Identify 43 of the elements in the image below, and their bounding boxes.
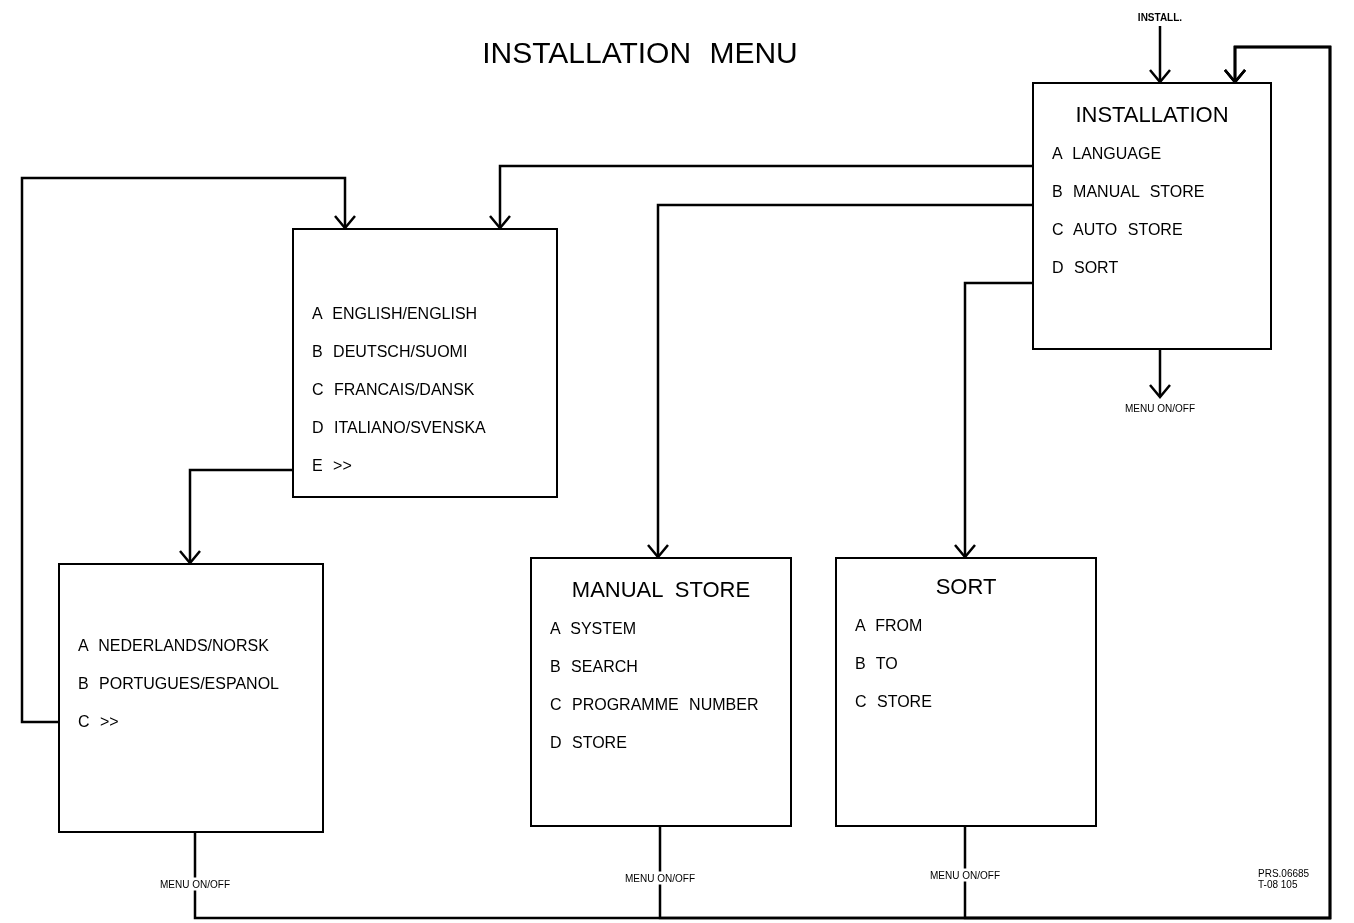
menu-box: [835, 557, 1097, 827]
edge-label: MENU ON/OFF: [1122, 401, 1198, 415]
arrow: [178, 468, 292, 565]
arrow: [1148, 350, 1172, 399]
arrow: [20, 176, 357, 724]
menu-box: [530, 557, 792, 827]
menu-option: B TO: [855, 654, 898, 674]
menu-option: C FRANCAIS/DANSK: [312, 380, 475, 400]
edge-label: MENU ON/OFF: [622, 871, 698, 885]
menu-option: B PORTUGUES/ESPANOL: [78, 674, 279, 694]
menu-option: C >>: [78, 712, 119, 732]
edge-label: MENU ON/OFF: [157, 877, 233, 891]
reference-code: T-08 105: [1258, 879, 1299, 890]
arrow: [1148, 26, 1172, 84]
arrow: [646, 203, 1032, 559]
menu-option: E >>: [312, 456, 352, 476]
menu-option: A NEDERLANDS/NORSK: [78, 636, 269, 656]
arrow: [488, 164, 1032, 230]
menu-option: C AUTO STORE: [1052, 220, 1183, 240]
menu-option: A FROM: [855, 616, 923, 636]
menu-heading: SORT: [934, 573, 998, 601]
menu-heading: MANUAL STORE: [570, 576, 752, 604]
menu-option: D ITALIANO/SVENSKA: [312, 418, 486, 438]
menu-option: D SORT: [1052, 258, 1119, 278]
menu-option: B SEARCH: [550, 657, 638, 677]
menu-option: B DEUTSCH/SUOMI: [312, 342, 468, 362]
menu-option: B MANUAL STORE: [1052, 182, 1205, 202]
menu-box: [58, 563, 324, 833]
title: INSTALLATION MENU: [481, 35, 799, 71]
menu-option: A LANGUAGE: [1052, 144, 1162, 164]
menu-box: [1032, 82, 1272, 350]
menu-option: D STORE: [550, 733, 627, 753]
edge-label: MENU ON/OFF: [927, 868, 1003, 882]
menu-option: C PROGRAMME NUMBER: [550, 695, 759, 715]
menu-option: A SYSTEM: [550, 619, 637, 639]
reference-code: PRS.06685: [1258, 868, 1310, 879]
menu-heading: INSTALLATION: [1074, 101, 1230, 129]
arrow: [953, 281, 1032, 559]
menu-box: [292, 228, 558, 498]
arrow: [963, 45, 1332, 920]
menu-option: A ENGLISH/ENGLISH: [312, 304, 478, 324]
menu-option: C STORE: [855, 692, 932, 712]
input-label-text: INSTALL.: [1137, 10, 1183, 25]
